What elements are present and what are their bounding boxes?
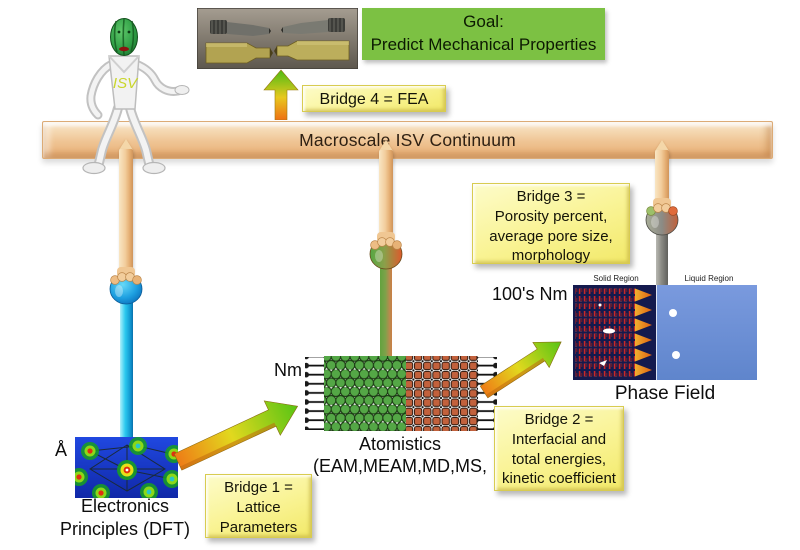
post-left-tip-icon <box>119 139 133 150</box>
bridge1-line1: Bridge 1 = <box>224 479 293 496</box>
post-middle <box>379 150 393 240</box>
dft-rod <box>120 296 133 442</box>
dft-caption-line1: Electronics <box>80 496 170 516</box>
hand-middle-icon <box>369 232 403 270</box>
macroscale-beam-label: Macroscale ISV Continuum <box>299 129 516 150</box>
bridge2-line3: total energies, <box>511 450 607 468</box>
liquid-region-label: Liquid Region <box>684 274 734 283</box>
dft-caption-line2: Principles (DFT) <box>59 519 190 539</box>
phase-field-caption: Phase Field <box>614 383 716 404</box>
bridge2-line2: Interfacial and <box>511 430 607 448</box>
bridge4-arrow-icon <box>263 69 299 120</box>
atomistics-image <box>305 356 497 431</box>
bridge3-line2: Porosity percent, <box>494 207 608 225</box>
bridge4-note: Bridge 4 = FEA <box>302 85 446 112</box>
post-left <box>119 149 133 275</box>
hand-right-icon <box>645 198 679 236</box>
bridge2-line1: Bridge 2 = <box>524 411 594 428</box>
phase-field-rod <box>656 226 668 286</box>
atomistics-rod <box>380 260 392 358</box>
scale-label-angstrom: Å <box>55 440 68 460</box>
bridge2-note: Bridge 2 = Interfacial and total energie… <box>494 406 624 491</box>
bridge3-line3: average pore size, <box>489 227 613 245</box>
bridge3-note: Bridge 3 = Porosity percent, average por… <box>472 183 630 264</box>
post-right-tip-icon <box>655 140 669 151</box>
bridge4-label: Bridge 4 = FEA <box>319 91 429 108</box>
robot-figure: ISV <box>82 18 190 175</box>
bridge2-arrow-icon <box>479 341 562 399</box>
bridge2-line4: kinetic coefficient <box>502 470 616 488</box>
bridge1-line2: Lattice <box>236 498 281 516</box>
robot-chest-label: ISV <box>113 75 139 92</box>
atomistics-caption-line1: Atomistics <box>358 434 441 454</box>
goal-box: Goal: Predict Mechanical Properties <box>362 8 605 60</box>
bridge3-line4: morphology <box>511 247 591 265</box>
post-middle-tip-icon <box>379 140 393 151</box>
bridge3-line1: Bridge 3 = <box>516 188 586 205</box>
bridge1-arrow-icon <box>173 400 299 471</box>
goal-line2: Predict Mechanical Properties <box>370 35 597 54</box>
post-right <box>655 150 669 206</box>
goal-line1: Goal: <box>463 12 504 32</box>
atomistics-caption-line2: (EAM,MEAM,MD,MS, <box>313 456 487 476</box>
scale-label-nm: Nm <box>274 360 302 380</box>
macroscale-beam: Macroscale ISV Continuum <box>42 121 773 159</box>
scale-label-100nm: 100's Nm <box>492 284 568 304</box>
phase-field-image <box>573 285 757 380</box>
solid-region-label: Solid Region <box>593 274 639 283</box>
specimen-photo <box>197 8 358 69</box>
bridge1-note: Bridge 1 = Lattice Parameters <box>205 474 312 538</box>
bridge1-line3: Parameters <box>219 518 298 536</box>
atom-pins-left <box>305 357 325 430</box>
dft-image <box>75 437 178 498</box>
hand-left-icon <box>109 267 143 305</box>
